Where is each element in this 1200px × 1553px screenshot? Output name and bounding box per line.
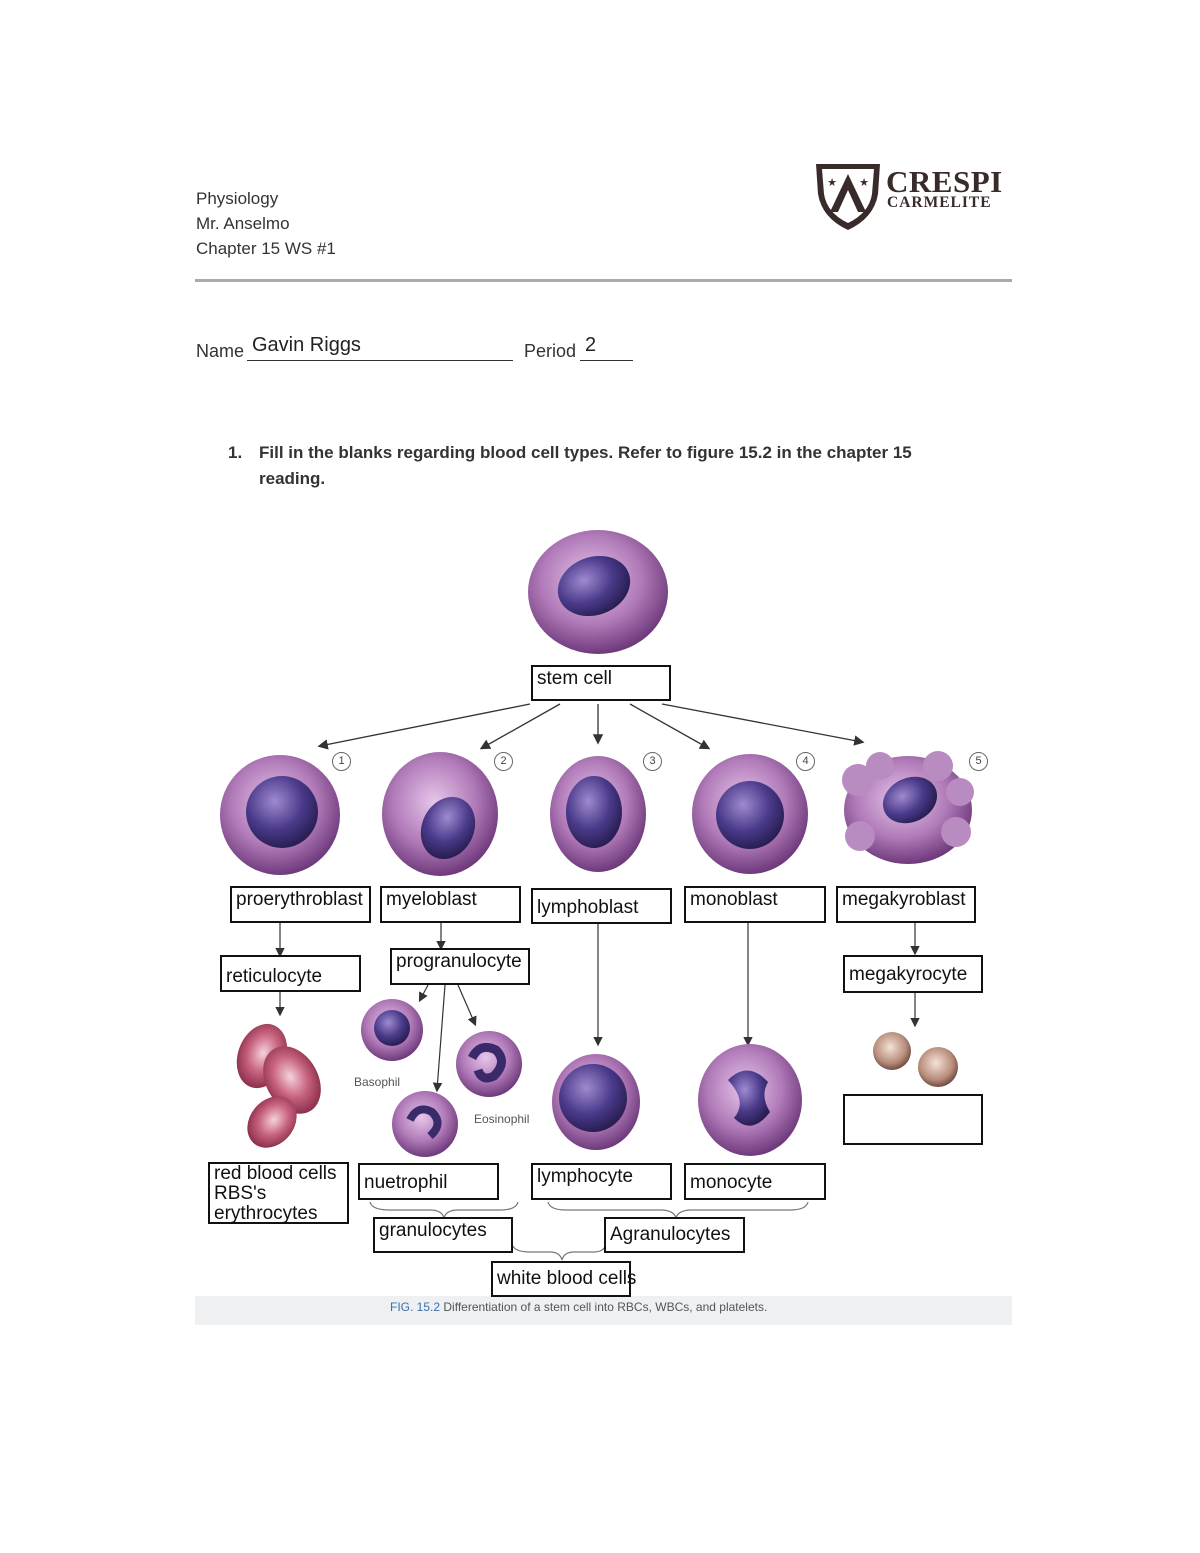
box-red-blood-cells[interactable]: red blood cells RBS's erythrocytes <box>208 1162 349 1224</box>
caption-band <box>195 1296 1012 1325</box>
eosinophil-image <box>456 1031 522 1097</box>
header-divider <box>195 279 1012 282</box>
name-value[interactable]: Gavin Riggs <box>252 334 361 356</box>
eosinophil-label: Eosinophil <box>474 1112 530 1126</box>
shield-icon: ★ ★ ★ <box>816 164 880 230</box>
box-megakyrocyte[interactable]: megakyrocyte <box>843 955 983 993</box>
box-white-blood-cells[interactable]: white blood cells <box>491 1261 636 1297</box>
number-badge-4: 4 <box>796 752 815 771</box>
number-badge-3: 3 <box>643 752 662 771</box>
box-myeloblast[interactable]: myeloblast <box>380 886 521 923</box>
rbc-line-2: RBS's <box>214 1183 267 1204</box>
platelets-image <box>873 1032 958 1087</box>
box-agranulocytes[interactable]: Agranulocytes <box>604 1217 745 1253</box>
svg-text:★: ★ <box>843 200 853 213</box>
assignment-title: Chapter 15 WS #1 <box>196 239 336 258</box>
logo-word-carmelite: CARMELITE <box>887 194 992 211</box>
question-line-2: reading. <box>259 469 326 488</box>
stem-cell-image <box>528 530 668 654</box>
lymphocyte-image <box>552 1054 640 1150</box>
teacher-name: Mr. Anselmo <box>196 214 290 233</box>
name-label: Name <box>196 341 245 361</box>
name-underline <box>247 360 513 361</box>
period-label: Period <box>524 341 577 361</box>
question-number: 1. <box>228 443 243 462</box>
box-stem-cell[interactable]: stem cell <box>531 665 671 701</box>
number-badge-1: 1 <box>332 752 351 771</box>
question-text: Fill in the blanks regarding blood cell … <box>259 440 1019 492</box>
monocyte-image <box>698 1044 802 1156</box>
basophil-label: Basophil <box>354 1075 401 1089</box>
caption-text: Differentiation of a stem cell into RBCs… <box>443 1300 768 1314</box>
period-underline <box>580 360 633 361</box>
box-proerythroblast[interactable]: proerythroblast <box>230 886 371 923</box>
caption-fig-number: FIG. 15.2 <box>390 1300 441 1314</box>
red-blood-cells-image <box>236 1023 321 1148</box>
figure-caption: FIG. 15.2 Differentiation of a stem cell… <box>390 1300 767 1314</box>
basophil-image <box>361 999 423 1061</box>
lymphoblast-image <box>550 756 646 872</box>
myeloblast-image <box>382 752 498 876</box>
logo-word-crespi: CRESPI <box>886 164 1003 199</box>
rbc-line-3: erythrocytes <box>214 1203 318 1224</box>
box-granulocytes[interactable]: granulocytes <box>373 1217 513 1253</box>
box-megakyroblast[interactable]: megakyroblast <box>836 886 976 923</box>
rbc-line-1: red blood cells <box>214 1163 337 1184</box>
box-lymphocyte[interactable]: lymphocyte <box>531 1163 672 1200</box>
box-progranulocyte[interactable]: progranulocyte <box>390 948 530 985</box>
neutrophil-image <box>392 1091 458 1157</box>
box-lymphoblast[interactable]: lymphoblast <box>531 888 672 924</box>
number-badge-5: 5 <box>969 752 988 771</box>
box-monocyte[interactable]: monocyte <box>684 1163 826 1200</box>
box-reticulocyte[interactable]: reticulocyte <box>220 955 361 992</box>
proerythroblast-image <box>220 755 340 875</box>
course-name: Physiology <box>196 189 279 208</box>
number-badge-2: 2 <box>494 752 513 771</box>
box-nuetrophil[interactable]: nuetrophil <box>358 1163 499 1200</box>
question-line-1: Fill in the blanks regarding blood cell … <box>259 443 912 462</box>
box-monoblast[interactable]: monoblast <box>684 886 826 923</box>
monoblast-image <box>692 754 808 874</box>
svg-text:★: ★ <box>859 176 869 189</box>
megakaryoblast-image <box>842 751 974 864</box>
school-logo: ★ ★ ★ CRESPI CARMELITE <box>814 160 1014 232</box>
box-platelets-blank[interactable] <box>843 1094 983 1145</box>
period-value[interactable]: 2 <box>585 334 597 356</box>
svg-text:★: ★ <box>827 176 837 189</box>
